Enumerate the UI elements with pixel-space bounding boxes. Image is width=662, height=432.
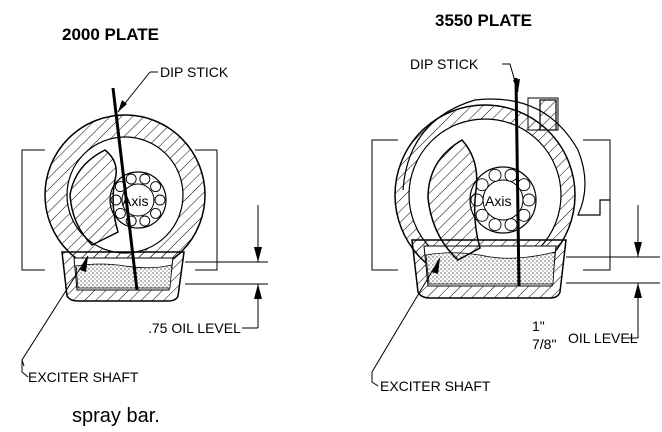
right-dip-stick [514, 77, 521, 287]
left-exciter-weight [69, 149, 119, 246]
right-exciter-label: EXCITER SHAFT [380, 378, 491, 394]
right-hub-label: Axis [485, 193, 511, 209]
right-dim-line1: 1" [532, 318, 545, 334]
left-title: 2000 PLATE [62, 25, 159, 44]
right-figure: 3550 PLATE Axis DIP STICK [371, 11, 660, 394]
left-hub-label: Axis [122, 193, 148, 209]
left-figure: 2000 PLATE Axis DIP STICK [21, 25, 268, 385]
left-oil [75, 263, 173, 289]
footer-text: spray bar. [72, 405, 160, 427]
left-dip-stick [111, 87, 139, 291]
left-oil-level-label: .75 OIL LEVEL [148, 320, 241, 336]
right-dim-line2: 7/8" [532, 336, 556, 352]
left-dip-stick-label: DIP STICK [160, 64, 229, 80]
left-exciter-label: EXCITER SHAFT [28, 369, 139, 385]
right-dip-stick-label: DIP STICK [410, 56, 479, 72]
right-oil [425, 251, 556, 285]
right-oil-level-label: OIL LEVEL [568, 330, 638, 346]
right-exciter-weight [427, 139, 481, 261]
right-exciter-leader [371, 257, 441, 373]
right-title: 3550 PLATE [435, 11, 532, 30]
